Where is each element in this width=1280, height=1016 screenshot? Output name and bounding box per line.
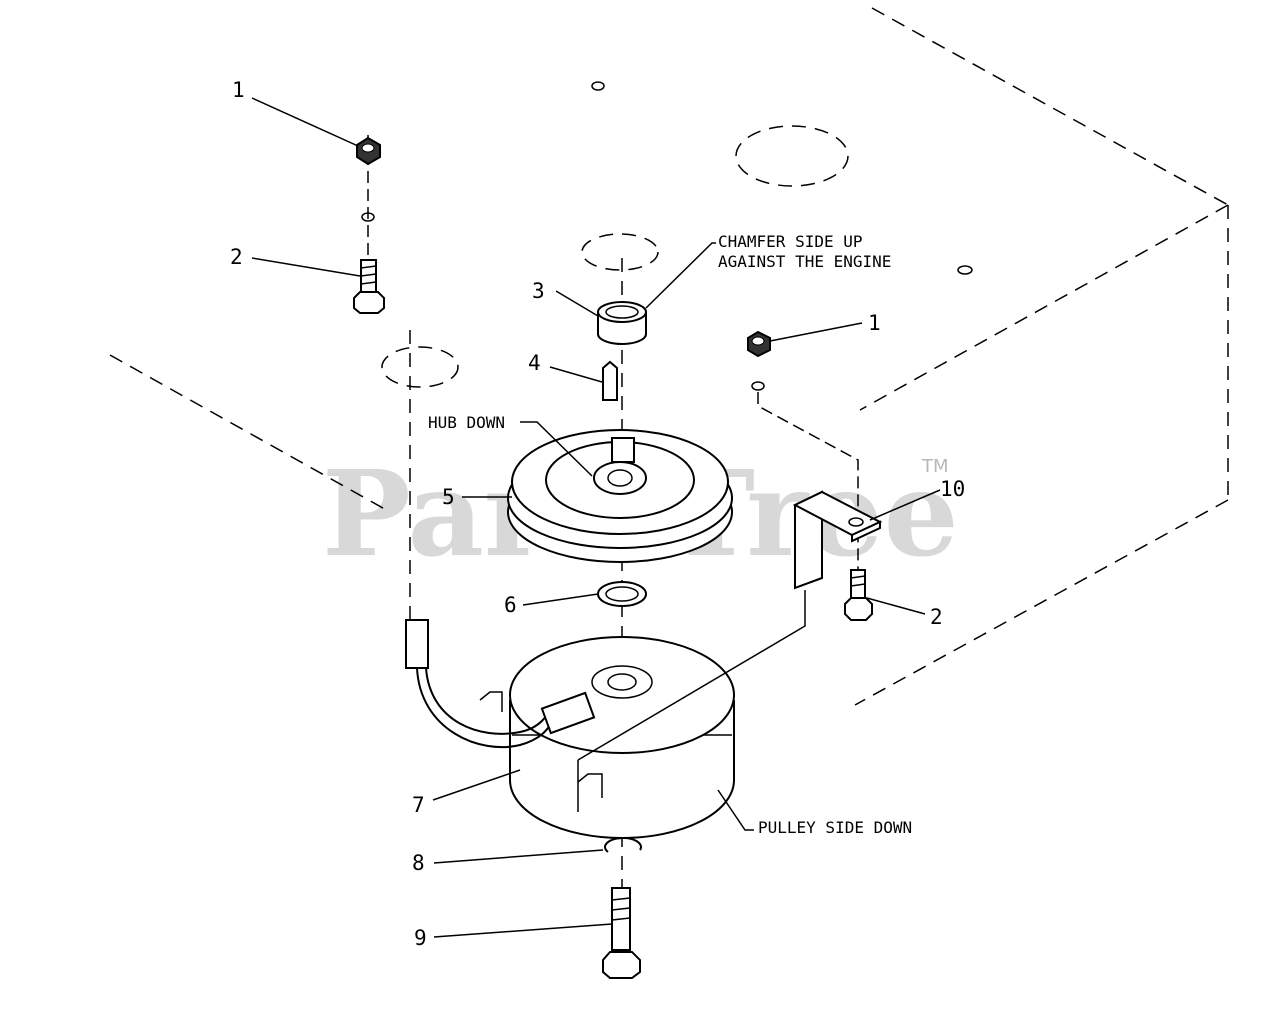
bolt-bottom	[602, 887, 641, 979]
bracket	[577, 490, 883, 761]
bolt-right	[844, 569, 873, 621]
callout-pulley: 5	[442, 485, 455, 509]
callout-key: 4	[528, 351, 541, 375]
callout-bushing: 3	[532, 279, 545, 303]
note-hub-down: HUB DOWN	[428, 413, 505, 432]
key	[602, 360, 618, 401]
callout-washer: 6	[504, 593, 517, 617]
leader-lines	[251, 97, 941, 938]
note-chamfer-line1: CHAMFER SIDE UP	[718, 232, 863, 251]
nut-left	[356, 136, 381, 222]
callout-bolt-bottom: 9	[414, 926, 427, 950]
callout-lockwasher: 8	[412, 851, 425, 875]
electric-clutch	[479, 636, 735, 839]
callout-nut-right: 1	[868, 311, 881, 335]
engine-deck-outline	[109, 7, 1229, 706]
wire-harness	[405, 619, 596, 749]
callout-clutch: 7	[412, 793, 425, 817]
callout-nut-left: 1	[232, 78, 245, 102]
callout-bolt-right: 2	[930, 605, 943, 629]
washer	[597, 581, 647, 607]
note-pulley-side-down: PULLEY SIDE DOWN	[758, 818, 912, 837]
bushing	[597, 301, 647, 345]
pulley	[507, 429, 733, 563]
callout-bracket: 10	[940, 477, 965, 501]
note-chamfer-line2: AGAINST THE ENGINE	[718, 252, 891, 271]
watermark-trademark: TM	[921, 456, 949, 477]
lockwasher	[604, 837, 642, 853]
callout-bolt-left: 2	[230, 245, 243, 269]
bolt-left	[353, 259, 385, 314]
